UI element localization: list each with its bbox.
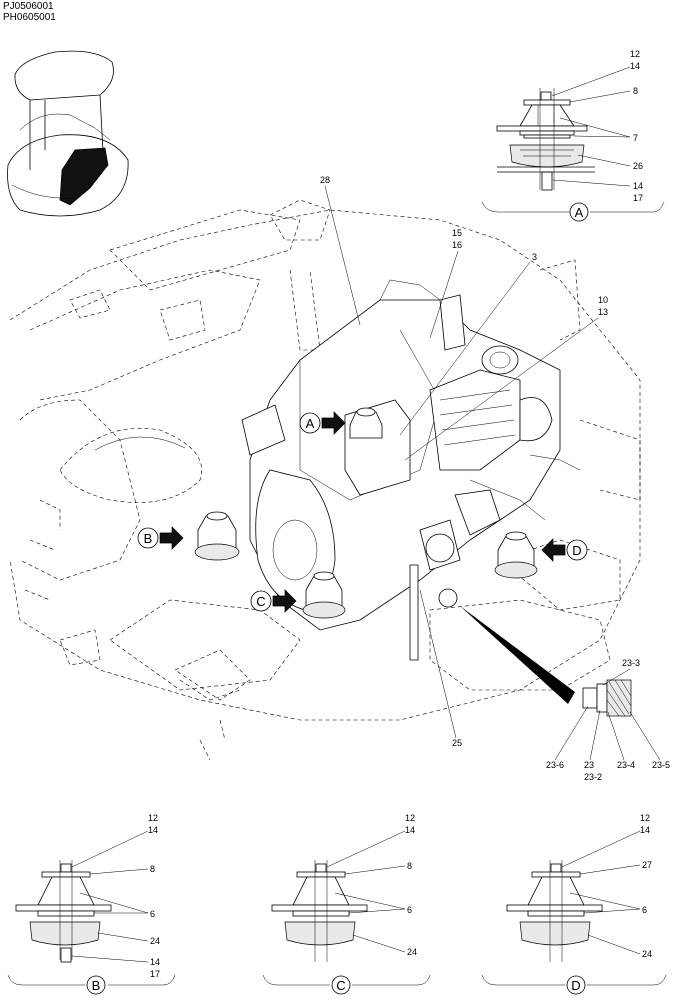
callout-13: 13: [598, 307, 608, 317]
engine-mount-right: [494, 531, 538, 579]
view-arrow-b: B: [137, 526, 184, 550]
detail-c-label-6: 6: [407, 905, 412, 915]
callout-16: 16: [452, 240, 462, 250]
detail-a-label-12: 12: [630, 49, 640, 59]
detail-a-label-8: 8: [633, 86, 638, 96]
view-arrow-c: C: [250, 589, 297, 613]
view-marker-b: B: [144, 531, 153, 546]
label-23-3: 23-3: [622, 658, 640, 668]
detail-d-label-14: 14: [640, 825, 650, 835]
detail-b-label-14-bottom: 14: [150, 957, 160, 967]
view-marker-c: C: [256, 594, 265, 609]
main-callouts: 28 15 16 3 10 13 25: [320, 175, 608, 748]
detail-b-label-6: 6: [150, 909, 155, 919]
detail-c-label-24: 24: [407, 947, 417, 957]
detail-d-label-6: 6: [642, 905, 647, 915]
label-23-5: 23-5: [652, 760, 670, 770]
detail-a-label-17: 17: [633, 193, 643, 203]
detail-a-label-14-bottom: 14: [633, 181, 643, 191]
callout-25: 25: [452, 738, 462, 748]
detail-a-title: A: [575, 205, 584, 220]
detail-d-title: D: [571, 978, 580, 993]
detail-b-title: B: [92, 978, 101, 993]
drawing-code-2: PH0605001: [3, 12, 56, 23]
plug-detail: 23-3 23-6 23 23-2 23-4 23-5: [546, 658, 670, 782]
detail-b-label-12: 12: [148, 813, 158, 823]
view-arrow-d: D: [541, 538, 588, 562]
upper-frame-outline: [9, 199, 641, 761]
detail-b-label-17: 17: [150, 969, 160, 979]
detail-c-label-12: 12: [405, 813, 415, 823]
detail-c-title: C: [336, 978, 345, 993]
callout-15: 15: [452, 228, 462, 238]
detail-d: D 12 14 27 6 24: [481, 813, 667, 995]
view-marker-d: D: [572, 543, 581, 558]
detail-d-label-12: 12: [640, 813, 650, 823]
detail-c-label-14: 14: [405, 825, 415, 835]
view-arrow-a: A: [299, 411, 346, 435]
label-23-4: 23-4: [617, 760, 635, 770]
detail-a-label-26: 26: [633, 161, 643, 171]
detail-c: C 12 14 8 6 24: [262, 813, 431, 995]
detail-a-label-7: 7: [633, 133, 638, 143]
label-23: 23: [584, 760, 594, 770]
callout-28: 28: [320, 175, 330, 185]
callout-10: 10: [598, 295, 608, 305]
label-23-2: 23-2: [584, 772, 602, 782]
engine-mount-top: [349, 407, 383, 439]
label-23-6: 23-6: [546, 760, 564, 770]
engine-mount-front-left: [194, 511, 240, 561]
detail-b-label-8: 8: [150, 864, 155, 874]
plug-detail-pointer: [460, 606, 575, 704]
detail-d-label-24: 24: [642, 949, 652, 959]
machine-thumbnail: [7, 50, 129, 217]
detail-c-label-8: 8: [407, 861, 412, 871]
drawing-code-1: PJ0506001: [3, 1, 54, 12]
detail-d-label-27: 27: [642, 860, 652, 870]
engine-mount-rear-left: [302, 571, 346, 619]
detail-a-label-14: 14: [630, 61, 640, 71]
engine-assembly: [241, 279, 581, 661]
callout-3: 3: [532, 252, 537, 262]
detail-b-label-24: 24: [150, 936, 160, 946]
detail-b-label-14: 14: [148, 825, 158, 835]
view-marker-a: A: [306, 416, 315, 431]
detail-b: B 12 14 8 6 24 14 17: [7, 813, 176, 995]
detail-a: A 12 14 8 7 26 14 17: [481, 49, 665, 222]
